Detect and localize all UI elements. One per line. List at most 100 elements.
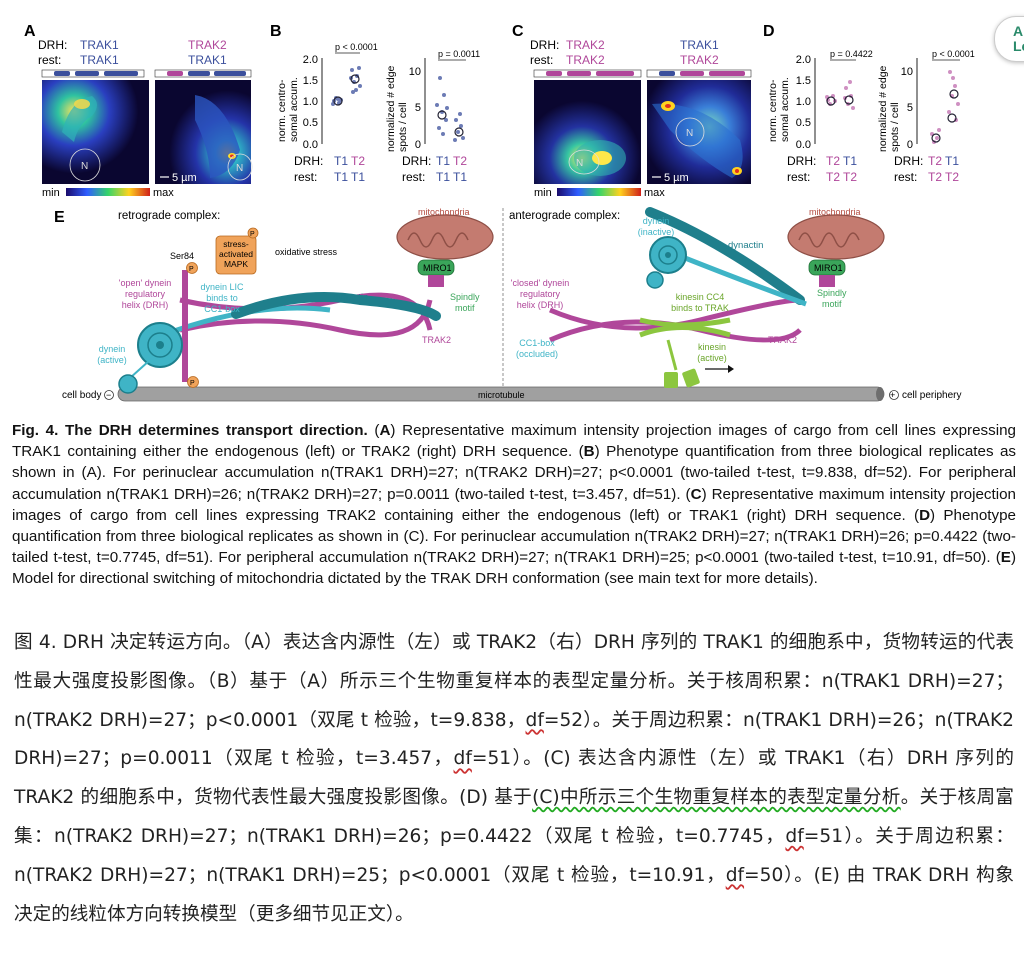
colorbar-max: max [644,187,665,199]
cc1-occluded-label: CC1-box(occluded) [516,338,558,359]
minus-end-icon [104,390,114,400]
b-xlabels: DRH: rest: T1 T2 T1 T1 DRH: rest: T1 T2 … [294,154,467,184]
scale-bar-label: 5 µm [664,172,689,184]
phospho-mark: P [190,380,195,387]
caption-panel-ref: D [919,506,931,524]
caption-panel-ref: C [690,485,702,503]
y-axis-label: norm. centro-somal accum. [767,77,791,142]
nucleus-outline [227,153,253,181]
dynactin-label: dynactin [728,240,763,251]
y-tick: 1.5 [796,75,811,87]
retrograde-title: retrograde complex: [118,210,220,222]
x-tick: T2 [826,170,840,184]
y-tick: 5 [907,102,913,114]
y-axis-label-line: normalized # edge [385,65,397,152]
x-tick: T1 [351,170,365,184]
plot-b2: 10 5 0 p = 0.0011 [409,49,480,151]
domain-bar-left [41,69,145,78]
y-tick: 0.0 [303,139,318,151]
drh-value-left: TRAK1 [80,38,119,52]
domain-bar-right [154,69,252,78]
panel-letter: A [24,23,36,40]
nucleus-label: N [81,161,88,172]
y-tick: 2.0 [303,54,318,66]
translate-badge[interactable]: A Le [994,16,1024,62]
zh-text: =50）。(E) 由 TRAK DRH 构象决定的线粒体方向转换模型（更多细节见… [14,864,1014,925]
nucleus-label: N [576,158,583,169]
closed-helix-line: 'closed' dynein [511,278,569,288]
zh-text: =52）。关于周边积累：n(TRAK1 DRH)=26；n(TRAK2 DRH)… [14,709,1014,770]
panel-letter: D [763,23,775,40]
y-axis-label-line: spots / cell [889,102,901,152]
x-tick: T2 [826,154,840,168]
x-tick: T1 [334,170,348,184]
x-tick: T1 [436,154,450,168]
zh-text: 。关于核周富集：n(TRAK2 DRH)=27；n(TRAK1 DRH)=26；… [14,787,1014,847]
figure-4: A DRH: rest: TRAK1 TRAK1 TRAK2 TRAK1 N N… [24,23,975,402]
y-tick: 0.0 [796,139,811,151]
nucleus-outline [69,148,101,182]
y-axis-label: normalized # edgespots / cell [877,65,901,152]
x-tick: T1 [843,154,857,168]
drh-label: DRH: [530,38,559,52]
zh-grammar-flag: (C)中所示三个生物重复样本的表型定量分析 [532,787,901,809]
nucleus-label: N [686,128,693,139]
plus-end-icon [889,390,899,400]
x-tick: T2 [928,170,942,184]
caption-text-b: Phenotype quantification from three biol… [12,443,1017,503]
ser84-label: Ser84 [170,251,194,261]
open-helix-line: 'open' dynein [119,278,171,288]
rest-label: rest: [38,53,61,67]
dynein-lic-line: dynein LIC [200,282,244,292]
dynein-active-label: dynein(active) [97,344,127,365]
plot-d1: 2.0 1.5 1.0 0.5 0.0 p = 0.4422 [796,49,873,151]
mitochondria-label: mitochondria [809,207,861,217]
drh-label: DRH: [894,154,923,168]
caption-text-c: Representative maximum intensity project… [12,485,1016,524]
drh-label: DRH: [787,154,816,168]
kinesin-cc4-line: kinesin CC4 [676,292,725,302]
zh-flagged-word: df [453,748,472,770]
open-helix-line: helix (DRH) [122,300,169,310]
zh-text: =51）。(C) 表达含内源性（左）或 TRAK1（右）DRH 序列的 TRAK… [14,748,1014,809]
mitochondrion: mitochondria [396,207,494,260]
x-tick: T1 [453,170,467,184]
drh-value-right: TRAK2 [188,38,227,52]
badge-text: A Le [1013,23,1024,54]
y-tick: 2.0 [796,54,811,66]
colorbar [557,188,641,196]
rest-label: rest: [294,170,317,184]
y-tick: 1.0 [303,96,318,108]
kinesin-cc4-line: binds to TRAK [671,303,729,313]
cell-periphery-label: cell periphery [902,390,961,401]
dynein-inactive-label: dynein(inactive) [638,216,675,237]
spindly-line: Spindly [817,288,847,298]
domain-bar-left [533,69,642,78]
spindly-line: motif [455,303,475,313]
rest-label: rest: [402,170,425,184]
drh-value-right: TRAK1 [680,38,719,52]
y-axis-label-line: somal accum. [288,77,300,142]
x-tick: T1 [436,170,450,184]
p-value: p = 0.4422 [830,49,873,59]
y-axis-label-line: norm. centro- [767,79,779,142]
plus-end-symbol: + [890,390,895,400]
zh-text: =51）。关于周边积累：n(TRAK2 DRH)=27；n(TRAK1 DRH)… [14,825,1014,886]
rest-value-right: TRAK2 [680,53,719,67]
microtubule-label: microtubule [478,390,525,400]
mitochondria-label: mitochondria [418,207,470,217]
cc1-occluded-line: (occluded) [516,349,558,359]
anterograde-complex: dynein(inactive) dynactin 'closed' dynei… [511,207,885,388]
drh-label: DRH: [402,154,431,168]
y-tick: 0 [415,139,421,151]
x-tick: T2 [928,154,942,168]
oxidative-stress-label: oxidative stress [275,247,338,257]
minus-end-symbol: − [106,390,111,400]
d-xlabels: DRH: rest: T2 T1 T2 T2 DRH: rest: T2 T1 … [787,154,959,184]
domain-bar-right [646,69,752,78]
